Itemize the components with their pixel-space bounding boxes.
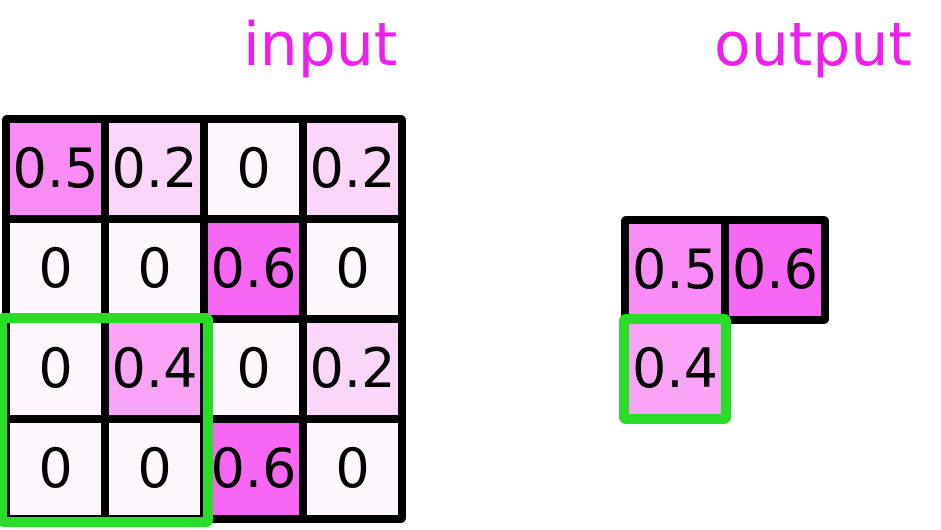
input-cell-r0c1: 0.2: [109, 123, 200, 215]
input-cell-r1c0: 0: [10, 223, 101, 315]
input-cell-r1c3: 0: [307, 223, 398, 315]
input-cell-r0c3: 0.2: [307, 123, 398, 215]
input-cell-r3c2: 0.6: [208, 423, 299, 515]
output-cell-r0c0: 0.5: [629, 224, 721, 316]
input-cell-r1c2: 0.6: [208, 223, 299, 315]
output-grid: 0.5 0.6: [621, 216, 829, 324]
output-title: output: [714, 10, 912, 80]
input-cell-r1c1: 0: [109, 223, 200, 315]
input-cell-r2c1: 0.4: [109, 323, 200, 415]
input-cell-r3c1: 0: [109, 423, 200, 515]
input-cell-r3c0: 0: [10, 423, 101, 515]
output-cell-highlighted: 0.4: [619, 314, 731, 424]
input-cell-r0c0: 0.5: [10, 123, 101, 215]
input-cell-r0c2: 0: [208, 123, 299, 215]
input-grid: 0.5 0.2 0 0.2 0 0 0.6 0 0 0.4 0 0.2 0 0 …: [2, 115, 406, 523]
input-cell-r2c2: 0: [208, 323, 299, 415]
input-cell-r2c0: 0: [10, 323, 101, 415]
pooling-window-highlight: [0, 313, 213, 527]
input-cell-r3c3: 0: [307, 423, 398, 515]
output-cell-r0c1: 0.6: [729, 224, 821, 316]
input-title: input: [243, 10, 398, 80]
input-cell-r2c3: 0.2: [307, 323, 398, 415]
